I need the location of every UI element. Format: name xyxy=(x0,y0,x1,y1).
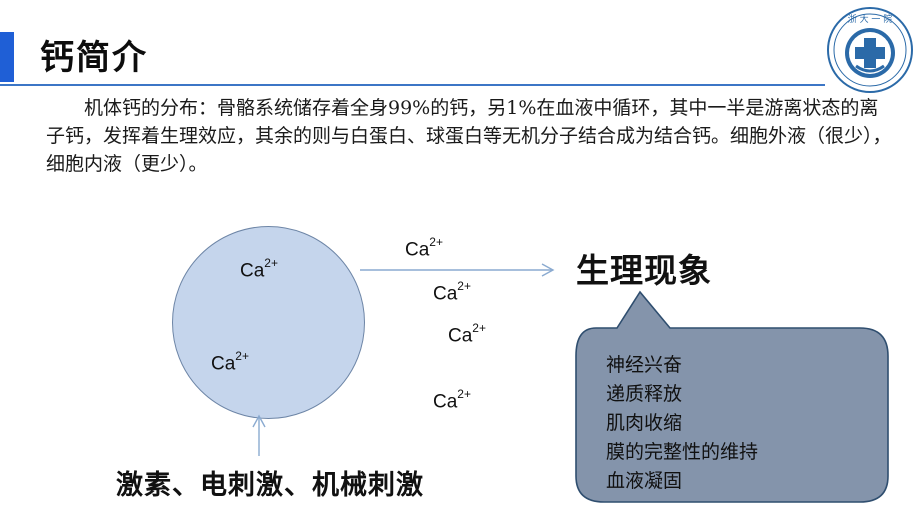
intro-paragraph: 机体钙的分布：骨骼系统储存着全身99%的钙，另1%在血液中循环，其中一半是游离状… xyxy=(46,97,892,175)
page-title: 钙简介 xyxy=(40,38,148,78)
ion-label-inside-top: Ca2+ xyxy=(240,256,278,282)
ion-label-outside-3: Ca2+ xyxy=(448,321,486,347)
arrowhead-up xyxy=(252,414,266,428)
effect-item: 神经兴奋 xyxy=(606,354,683,376)
hospital-logo-icon: 浙 大 一 院 xyxy=(827,7,913,93)
effect-item: 递质释放 xyxy=(606,383,683,405)
effect-item: 肌肉收缩 xyxy=(606,412,683,434)
ion-label-inside-bottom: Ca2+ xyxy=(211,349,249,375)
ion-label-outside-2: Ca2+ xyxy=(433,279,471,305)
effects-list: 神经兴奋 递质释放 肌肉收缩 膜的完整性的维持 血液凝固 xyxy=(606,351,758,496)
effect-item: 血液凝固 xyxy=(606,470,683,492)
arrowhead-right xyxy=(541,263,555,277)
ion-label-outside-1: Ca2+ xyxy=(405,235,443,261)
logo-text: 浙 大 一 院 xyxy=(848,13,893,25)
effect-item: 膜的完整性的维持 xyxy=(606,441,759,463)
ion-label-outside-4: Ca2+ xyxy=(433,387,471,413)
title-accent-bar xyxy=(0,32,14,82)
effects-callout-bubble xyxy=(575,290,889,503)
stimuli-caption: 激素、电刺激、机械刺激 xyxy=(116,470,424,501)
cell-circle xyxy=(172,226,365,419)
title-underline xyxy=(0,84,825,86)
physiological-phenomenon-heading: 生理现象 xyxy=(576,251,712,290)
